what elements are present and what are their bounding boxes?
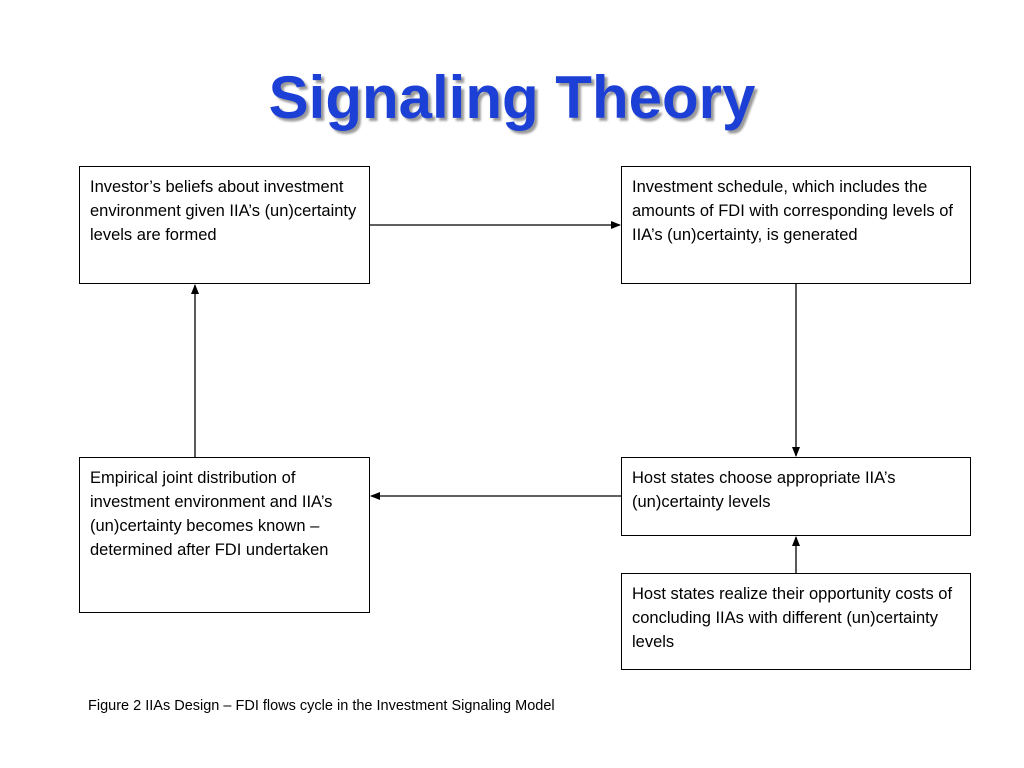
figure-caption: Figure 2 IIAs Design – FDI flows cycle i… bbox=[88, 698, 555, 714]
box-host-states-realize: Host states realize their opportunity co… bbox=[621, 573, 971, 670]
box-investment-schedule: Investment schedule, which includes the … bbox=[621, 166, 971, 284]
box-investor-beliefs: Investor’s beliefs about investment envi… bbox=[79, 166, 370, 284]
box-empirical-distribution: Empirical joint distribution of investme… bbox=[79, 457, 370, 613]
box-host-states-choose: Host states choose appropriate IIA’s (un… bbox=[621, 457, 971, 536]
slide-title: Signaling Theory bbox=[268, 64, 756, 131]
